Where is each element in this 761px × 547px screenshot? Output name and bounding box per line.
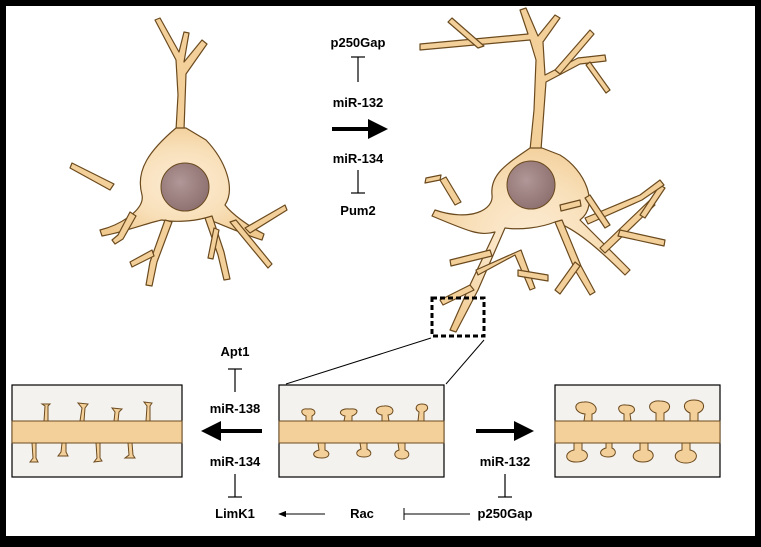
neuron-branched [419,7,666,333]
label-mir132-bottom: miR-132 [480,454,531,469]
label-rac: Rac [350,506,374,521]
label-mir134-top: miR-134 [333,151,384,166]
inhibition-bar-limk1 [228,474,242,498]
inhibition-p250gap-rac [403,508,470,520]
dendrite-box-thin-spines [11,384,183,478]
label-p250gap-bottom: p250Gap [478,506,533,521]
inhibition-bar-pum2 [351,170,365,194]
dendrite-box-mushroom-spines [554,384,721,478]
nucleus [160,162,210,212]
label-limk1: LimK1 [215,506,255,521]
label-p250gap-top: p250Gap [331,35,386,50]
dendrite-box-medium-spines [278,384,445,478]
neuron-simple [69,17,288,287]
label-mir132-top: miR-132 [333,95,384,110]
label-pum2: Pum2 [340,203,375,218]
label-mir138: miR-138 [210,401,261,416]
nucleus-branched [506,160,556,210]
soma-branched [431,147,631,333]
inhibition-bar-apt1 [228,368,242,392]
inhibition-bar-top [351,56,365,82]
zoom-line-right [445,339,485,385]
label-mir134-bottom: miR-134 [210,454,261,469]
inhibition-bar-p250gap-bottom [498,474,512,498]
zoom-region-box [430,296,486,338]
label-apt1: Apt1 [221,344,250,359]
zoom-line-left [285,337,432,385]
